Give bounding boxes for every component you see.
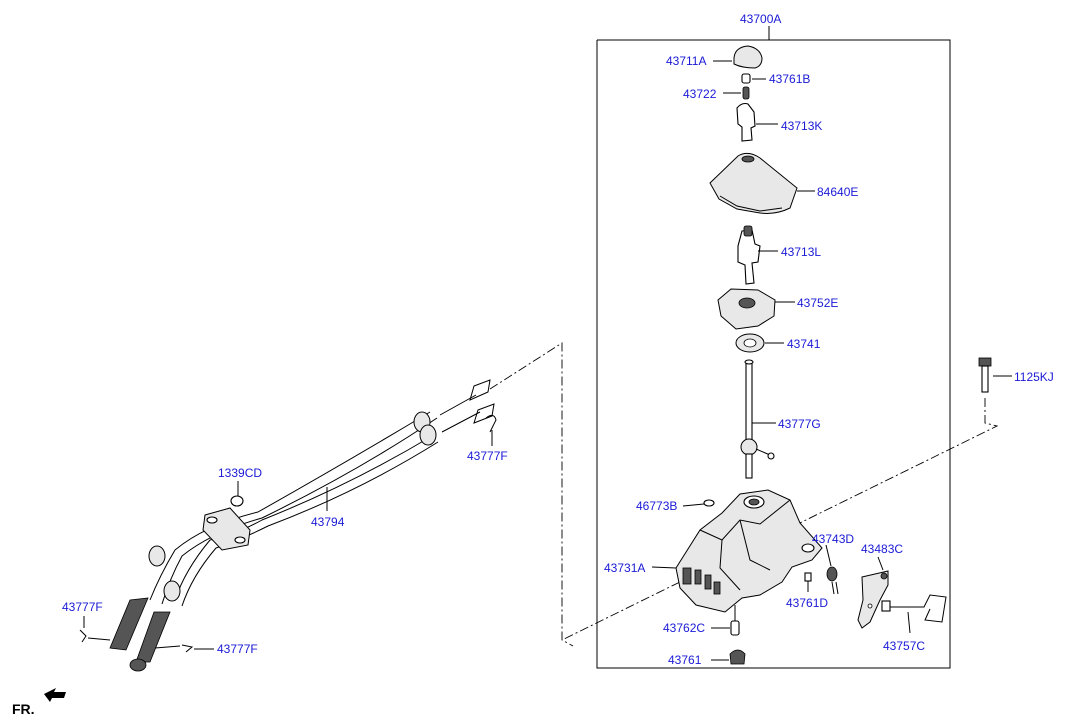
cable-clip-top-part[interactable] (485, 414, 497, 446)
part-label-43483C[interactable]: 43483C (861, 542, 903, 556)
shift-rod-part[interactable] (740, 359, 776, 479)
gate-housing-part[interactable] (717, 288, 795, 330)
cable-leader-line (489, 342, 574, 647)
part-label-1339CD[interactable]: 1339CD (218, 466, 262, 480)
torsion-spring-part[interactable] (825, 544, 839, 595)
part-label-43711A[interactable]: 43711A (666, 54, 706, 68)
pivot-shaft-part[interactable] (881, 594, 947, 634)
part-label-1125KJ[interactable]: 1125KJ (1014, 370, 1054, 384)
bottom-nut-part[interactable] (711, 649, 746, 665)
part-label-84640E[interactable]: 84640E (817, 185, 858, 199)
front-arrow-icon (44, 688, 66, 702)
bracket-plate-part[interactable] (857, 556, 889, 629)
lever-upper-part[interactable] (737, 225, 778, 285)
shifter-base-part[interactable] (651, 489, 823, 613)
part-label-43713L[interactable]: 43713L (781, 245, 821, 259)
part-label-43722[interactable]: 43722 (683, 87, 717, 101)
part-label-43757C[interactable]: 43757C (883, 639, 925, 653)
cable-clip-left-part[interactable] (79, 616, 111, 643)
part-label-43777F-top[interactable]: 43777F (467, 449, 508, 463)
front-direction-indicator: FR. (12, 688, 66, 717)
sleeve-part[interactable] (736, 102, 778, 142)
ring-part[interactable] (735, 333, 784, 353)
washer-part[interactable] (682, 499, 715, 507)
shift-cable-part[interactable] (109, 379, 495, 672)
bolt-part[interactable] (978, 357, 1012, 393)
part-label-43700A[interactable]: 43700A (740, 12, 781, 26)
part-label-43713K[interactable]: 43713K (781, 119, 822, 133)
part-label-43777F-left[interactable]: 43777F (62, 600, 103, 614)
front-direction-label: FR. (12, 701, 35, 717)
bushing-part[interactable] (711, 605, 740, 636)
part-label-46773B[interactable]: 46773B (636, 499, 677, 513)
part-label-43761[interactable]: 43761 (668, 653, 702, 667)
cap-part[interactable] (741, 73, 766, 84)
spring-part[interactable] (723, 86, 750, 100)
shift-boot-part[interactable] (709, 152, 815, 214)
part-label-43743D[interactable]: 43743D (812, 532, 854, 546)
pin-part[interactable] (804, 572, 812, 592)
part-label-43761B[interactable]: 43761B (769, 72, 810, 86)
cable-clip-bottom-part[interactable] (154, 644, 214, 653)
part-label-43777G[interactable]: 43777G (778, 417, 821, 431)
part-label-43741[interactable]: 43741 (787, 337, 821, 351)
part-label-43762C[interactable]: 43762C (663, 621, 705, 635)
part-label-43731A[interactable]: 43731A (604, 561, 645, 575)
shift-knob-part[interactable] (713, 45, 763, 69)
part-label-43752E[interactable]: 43752E (797, 296, 838, 310)
part-label-43761D[interactable]: 43761D (786, 596, 828, 610)
part-label-43794[interactable]: 43794 (311, 515, 345, 529)
part-label-43777F-bottom[interactable]: 43777F (217, 642, 258, 656)
assembly-frame (596, 26, 951, 669)
cable-nut-part[interactable] (230, 481, 244, 507)
